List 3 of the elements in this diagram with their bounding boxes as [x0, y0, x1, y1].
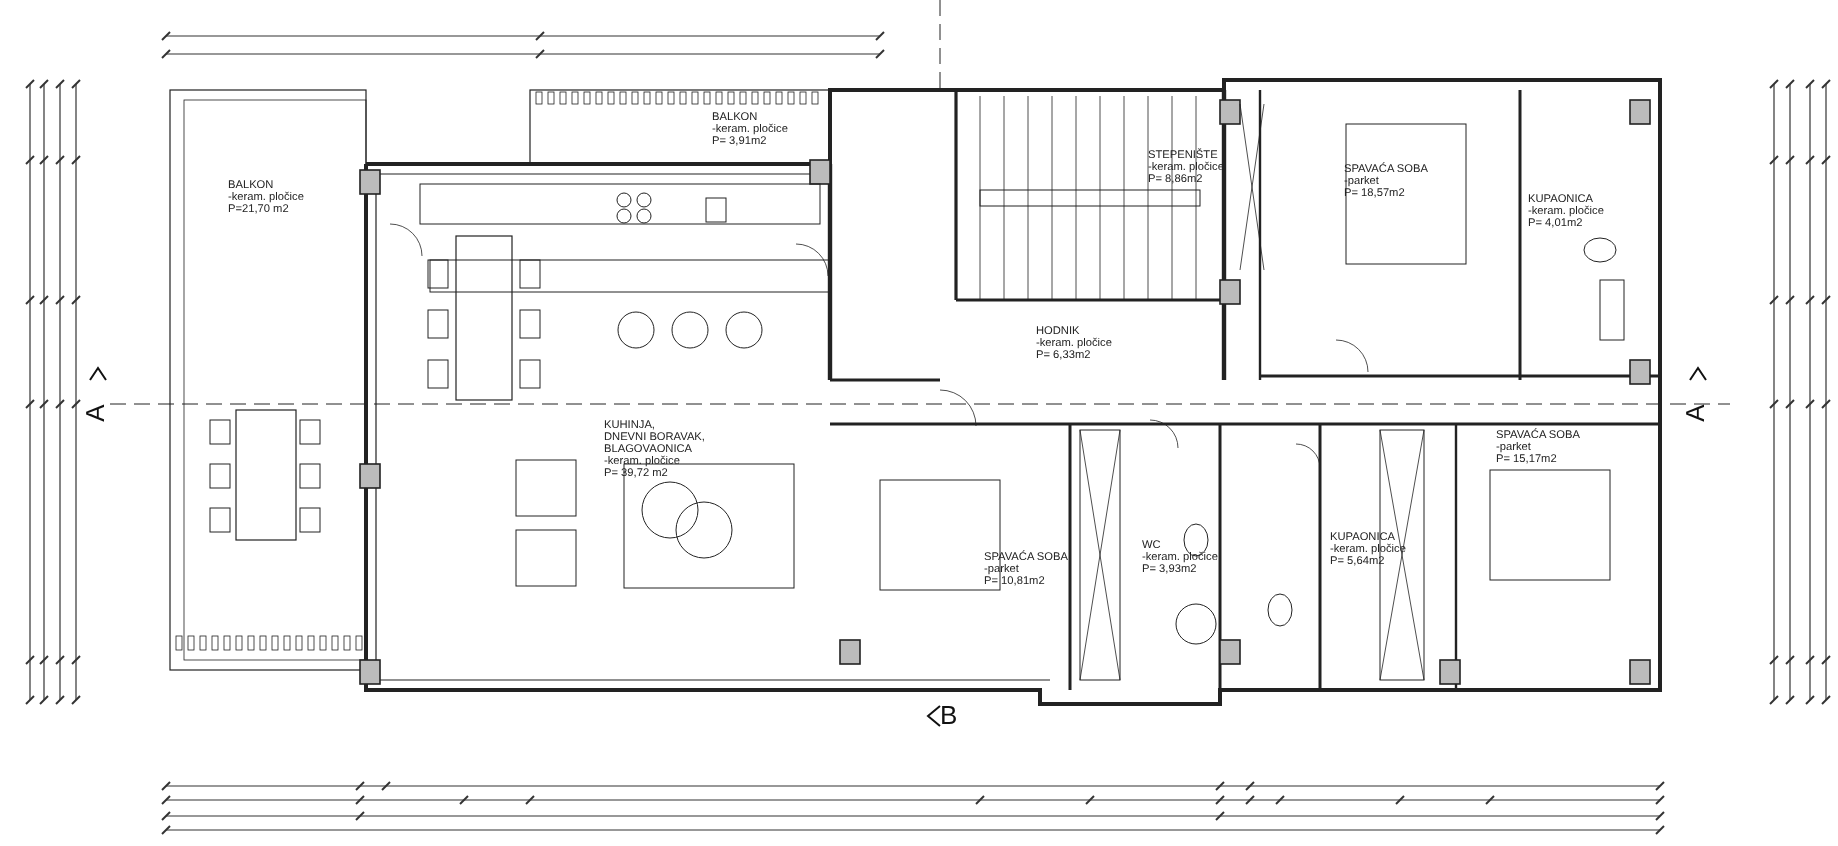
section-label: B	[940, 702, 958, 728]
section-label: A	[81, 404, 108, 422]
section-label: A	[1681, 404, 1708, 422]
